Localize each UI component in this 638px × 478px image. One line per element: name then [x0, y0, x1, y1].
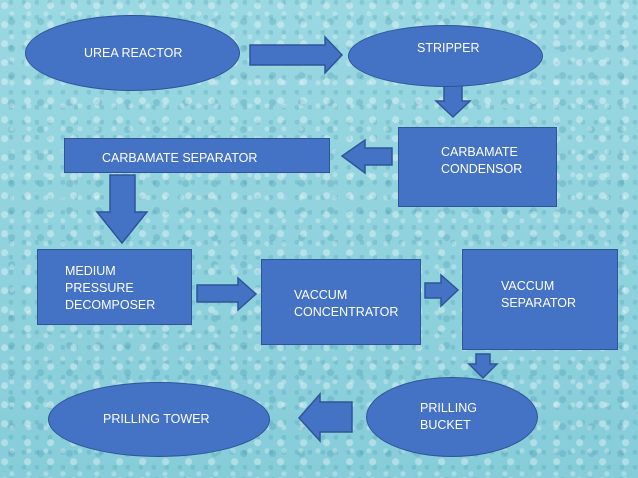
- arrow-decomposer-to-concentrator: [196, 276, 258, 312]
- urea-reactor-label: UREA REACTOR: [84, 45, 183, 60]
- carbamate-condensor-node: CARBAMATE CONDENSOR: [398, 127, 557, 207]
- urea-reactor-node: UREA REACTOR: [25, 15, 240, 91]
- arrow-stripper-to-condensor: [434, 83, 472, 119]
- prilling-tower-label: PRILLING TOWER: [103, 412, 210, 426]
- vaccum-separator-label: VACCUM SEPARATOR: [501, 279, 577, 310]
- prilling-bucket-node: PRILLING BUCKET: [366, 377, 538, 457]
- arrow-condensor-to-separator: [340, 138, 393, 175]
- carbamate-separator-label: CARBAMATE SEPARATOR: [102, 151, 258, 165]
- carbamate-separator-node: CARBAMATE SEPARATOR: [64, 138, 330, 173]
- stripper-node: STRIPPER: [348, 25, 543, 87]
- prilling-bucket-label: PRILLING BUCKET: [420, 401, 477, 432]
- carbamate-condensor-label: CARBAMATE CONDENSOR: [441, 145, 523, 176]
- arrow-separator-to-bucket: [467, 353, 499, 380]
- stripper-label: STRIPPER: [417, 41, 480, 55]
- vaccum-concentrator-label: VACCUM CONCENTRATOR: [294, 288, 399, 319]
- medium-pressure-decomposer-label: MEDIUM PRESSURE DECOMPOSER: [65, 264, 156, 312]
- arrow-reactor-to-stripper: [249, 35, 344, 75]
- arrow-bucket-to-tower: [297, 392, 353, 443]
- arrow-concentrator-to-separator: [424, 273, 460, 308]
- medium-pressure-decomposer-node: MEDIUM PRESSURE DECOMPOSER: [37, 249, 192, 325]
- arrow-separator-to-decomposer: [95, 174, 149, 245]
- vaccum-separator-node: VACCUM SEPARATOR: [462, 249, 618, 350]
- vaccum-concentrator-node: VACCUM CONCENTRATOR: [261, 259, 421, 345]
- prilling-tower-node: PRILLING TOWER: [48, 382, 270, 457]
